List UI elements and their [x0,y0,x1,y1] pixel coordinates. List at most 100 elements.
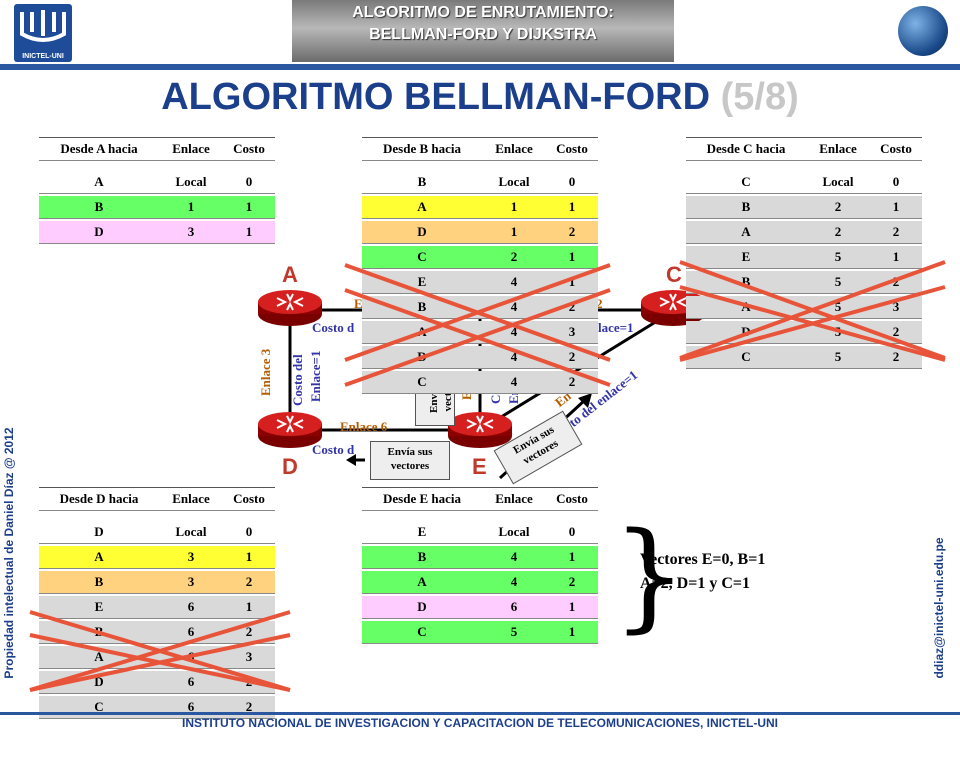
node-label-e: E [472,454,487,479]
col-header: Enlace [159,487,223,511]
cell: 6 [159,596,223,619]
title-main: ALGORITMO BELLMAN-FORD [161,76,721,118]
cell: 4 [482,546,546,569]
router-e-icon [448,412,512,448]
cell: 2 [546,221,598,244]
cell: 4 [482,321,546,344]
label-costo-c: Costo d [312,320,355,335]
cell: 1 [870,196,922,219]
label-enlace-6: Enlace 6 [340,419,388,434]
cell: 3 [223,646,275,669]
cell: 0 [223,171,275,194]
cell: 3 [870,296,922,319]
cell: D [39,221,159,244]
cell: 1 [546,246,598,269]
label-enlace-3: Enlace 3 [258,348,273,396]
cell: E [39,596,159,619]
cell: C [39,696,159,719]
cell: D [39,521,159,544]
cell: 6 [159,646,223,669]
vectores-text: Vectores E=0, B=1 A=2, D=1 y C=1 [640,548,765,596]
cell: C [362,246,482,269]
table-header-row: Desde A hacia Enlace Costo [39,137,275,161]
footer-divider [0,712,960,715]
col-header: Desde A hacia [39,137,159,161]
router-a-icon [258,290,322,326]
cell: 2 [223,671,275,694]
cell: 2 [223,621,275,644]
cell: 6 [159,621,223,644]
globe-icon [898,6,948,56]
cell: A [39,646,159,669]
col-header: Costo [223,487,275,511]
arrow-head-c [578,393,592,408]
cell: 1 [546,621,598,644]
cell: D [362,221,482,244]
cell: 2 [870,221,922,244]
cell: 1 [159,196,223,219]
table-header-row: Desde B hacia Enlace Costo [362,137,598,161]
logo-text: INICTEL-UNI [22,53,64,60]
col-header: Desde E hacia [362,487,482,511]
cell: 2 [870,271,922,294]
cell: Local [159,521,223,544]
arrow-head-d [346,454,356,466]
cell: Local [482,171,546,194]
cell: 0 [870,171,922,194]
cell: B [39,621,159,644]
cell: 1 [546,196,598,219]
envia-vectores-box-1: Envía sus vectores [370,441,450,480]
cell: 5 [806,321,870,344]
cell: B [362,171,482,194]
cell: E [686,246,806,269]
cell: 1 [223,546,275,569]
cell: 2 [870,321,922,344]
cell: A [39,546,159,569]
col-header: Costo [870,137,922,161]
cell: 6 [482,596,546,619]
cell: D [39,671,159,694]
cell: 0 [546,521,598,544]
col-header: Costo [546,487,598,511]
label-costo-del: Costo del [290,354,305,406]
router-d-icon [258,412,322,448]
col-header: Enlace [482,487,546,511]
cell: 2 [806,196,870,219]
side-copyright: Propiedad intelectual de Daniel Díaz @ 2… [2,427,16,679]
cell: A [686,296,806,319]
col-header: Desde D hacia [39,487,159,511]
table-header-row: Desde E hacia Enlace Costo [362,487,598,511]
cell: 0 [223,521,275,544]
header-banner: ALGORITMO DE ENRUTAMIENTO: BELLMAN-FORD … [292,0,674,62]
cell: 2 [806,221,870,244]
cell: 1 [870,246,922,269]
cell: 2 [223,696,275,719]
cell: 1 [223,596,275,619]
cell: 1 [482,196,546,219]
cell: 6 [159,671,223,694]
cell: D [362,596,482,619]
